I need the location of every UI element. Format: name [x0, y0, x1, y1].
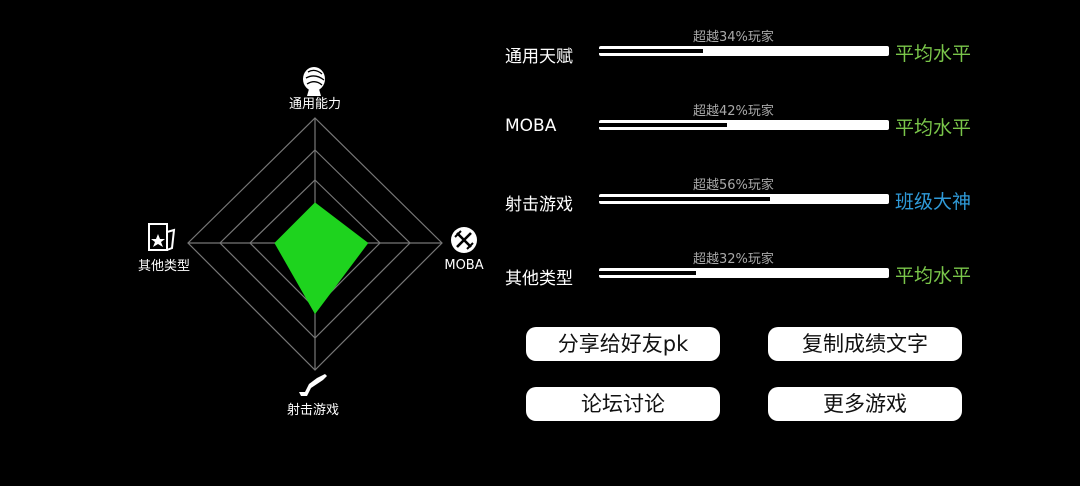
- stat-progress-fill: [599, 271, 697, 275]
- radar-chart: 通用能力 MOBA 射击游戏 其他类型: [138, 67, 484, 418]
- copy-text-button[interactable]: 复制成绩文字: [768, 327, 962, 361]
- stat-row: 射击游戏 超越56%玩家班级大神: [505, 178, 1075, 222]
- stat-beat-text: 超越42%玩家: [693, 104, 774, 119]
- radar-label-bottom: 射击游戏: [287, 402, 339, 418]
- stat-beat-text: 超越56%玩家: [693, 178, 774, 193]
- stat-name: 通用天赋: [505, 47, 573, 67]
- more-games-button[interactable]: 更多游戏: [768, 387, 962, 421]
- stat-progress-fill: [599, 197, 770, 201]
- stat-progress-bar: [599, 46, 889, 56]
- forum-button[interactable]: 论坛讨论: [526, 387, 720, 421]
- stat-progress-fill: [599, 49, 703, 53]
- stat-level: 平均水平: [895, 265, 972, 287]
- stat-progress-bar: [599, 194, 889, 204]
- stat-progress-bar: [599, 120, 889, 130]
- share-pk-button[interactable]: 分享给好友pk: [526, 327, 720, 361]
- stat-row: 通用天赋 超越34%玩家平均水平: [505, 30, 1075, 74]
- stat-level: 平均水平: [895, 43, 972, 65]
- card-icon: [148, 223, 176, 251]
- stat-row: MOBA 超越42%玩家平均水平: [505, 104, 1075, 148]
- radar-label-left: 其他类型: [138, 259, 190, 274]
- stat-row: 其他类型 超越32%玩家平均水平: [505, 252, 1075, 296]
- stat-progress-bar: [599, 268, 889, 278]
- stat-beat-text: 超越32%玩家: [693, 252, 774, 267]
- stat-name: 射击游戏: [505, 195, 573, 215]
- gun-icon: [299, 374, 327, 396]
- radar-label-top: 通用能力: [289, 97, 341, 112]
- stat-level: 平均水平: [895, 117, 972, 139]
- stat-beat-text: 超越34%玩家: [693, 30, 774, 45]
- stat-name: 其他类型: [505, 269, 573, 289]
- head-icon: [303, 67, 325, 96]
- radar-value-shape: [274, 202, 369, 315]
- stat-progress-fill: [599, 123, 727, 127]
- stat-level: 班级大神: [895, 191, 972, 213]
- stat-name: MOBA: [505, 116, 557, 136]
- sword-icon: [451, 227, 477, 253]
- radar-label-right: MOBA: [444, 258, 483, 273]
